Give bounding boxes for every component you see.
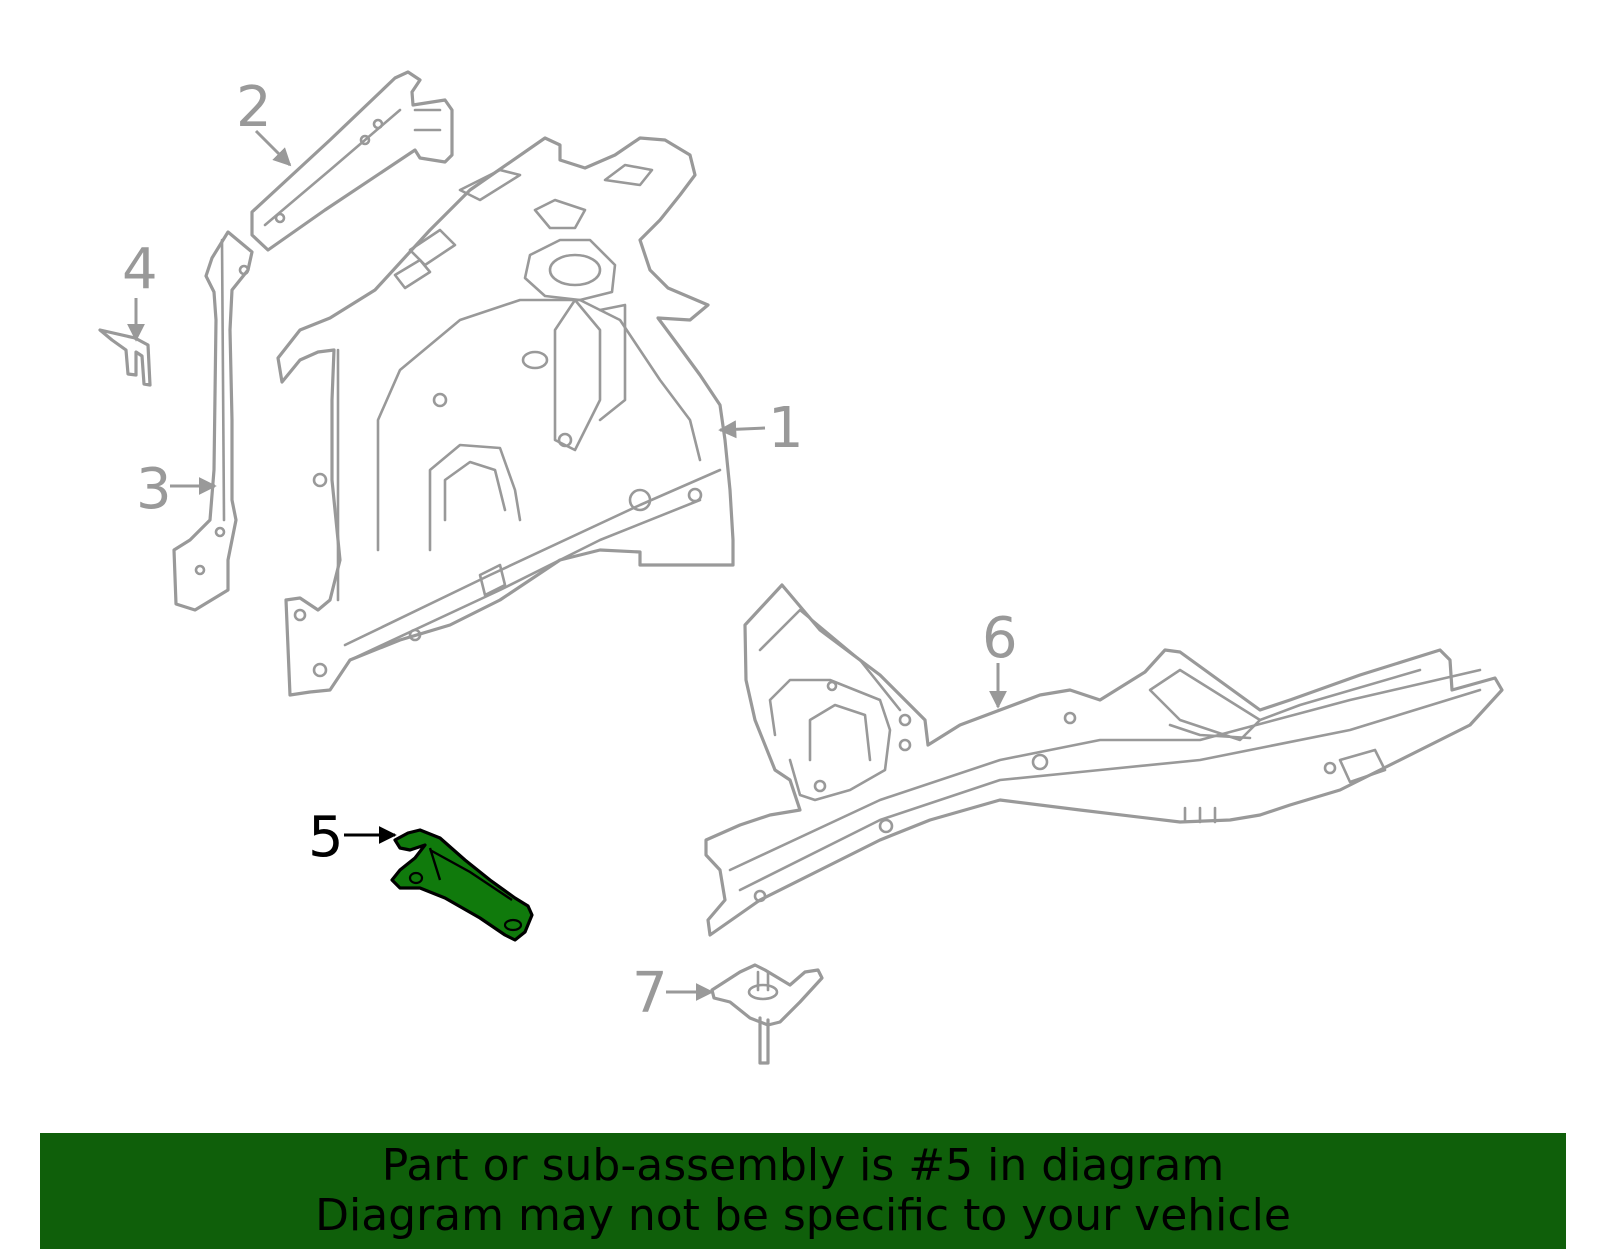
callout-5: 5 [308, 805, 344, 870]
callout-1: 1 [768, 396, 804, 461]
callout-4: 4 [122, 237, 158, 302]
arrow-1 [718, 420, 766, 439]
part-6-frame-rail[interactable] [704, 583, 1504, 937]
part-2-upper-rail[interactable] [250, 70, 454, 252]
part-1-apron-assembly[interactable] [276, 136, 735, 697]
callout-7: 7 [632, 961, 668, 1026]
banner-line-1: Part or sub-assembly is #5 in diagram [381, 1140, 1225, 1191]
callout-6: 6 [982, 606, 1018, 671]
arrow-2 [254, 129, 292, 167]
part-5-bracket-highlighted[interactable] [390, 828, 534, 942]
part-3-pillar[interactable] [172, 230, 254, 612]
part-4-bracket[interactable] [98, 328, 152, 387]
part-7-stud-bracket[interactable] [710, 963, 824, 1065]
info-banner: Part or sub-assembly is #5 in diagram Di… [40, 1133, 1566, 1249]
callout-3: 3 [136, 457, 172, 522]
callout-2: 2 [236, 75, 272, 140]
banner-line-2: Diagram may not be specific to your vehi… [315, 1190, 1291, 1241]
